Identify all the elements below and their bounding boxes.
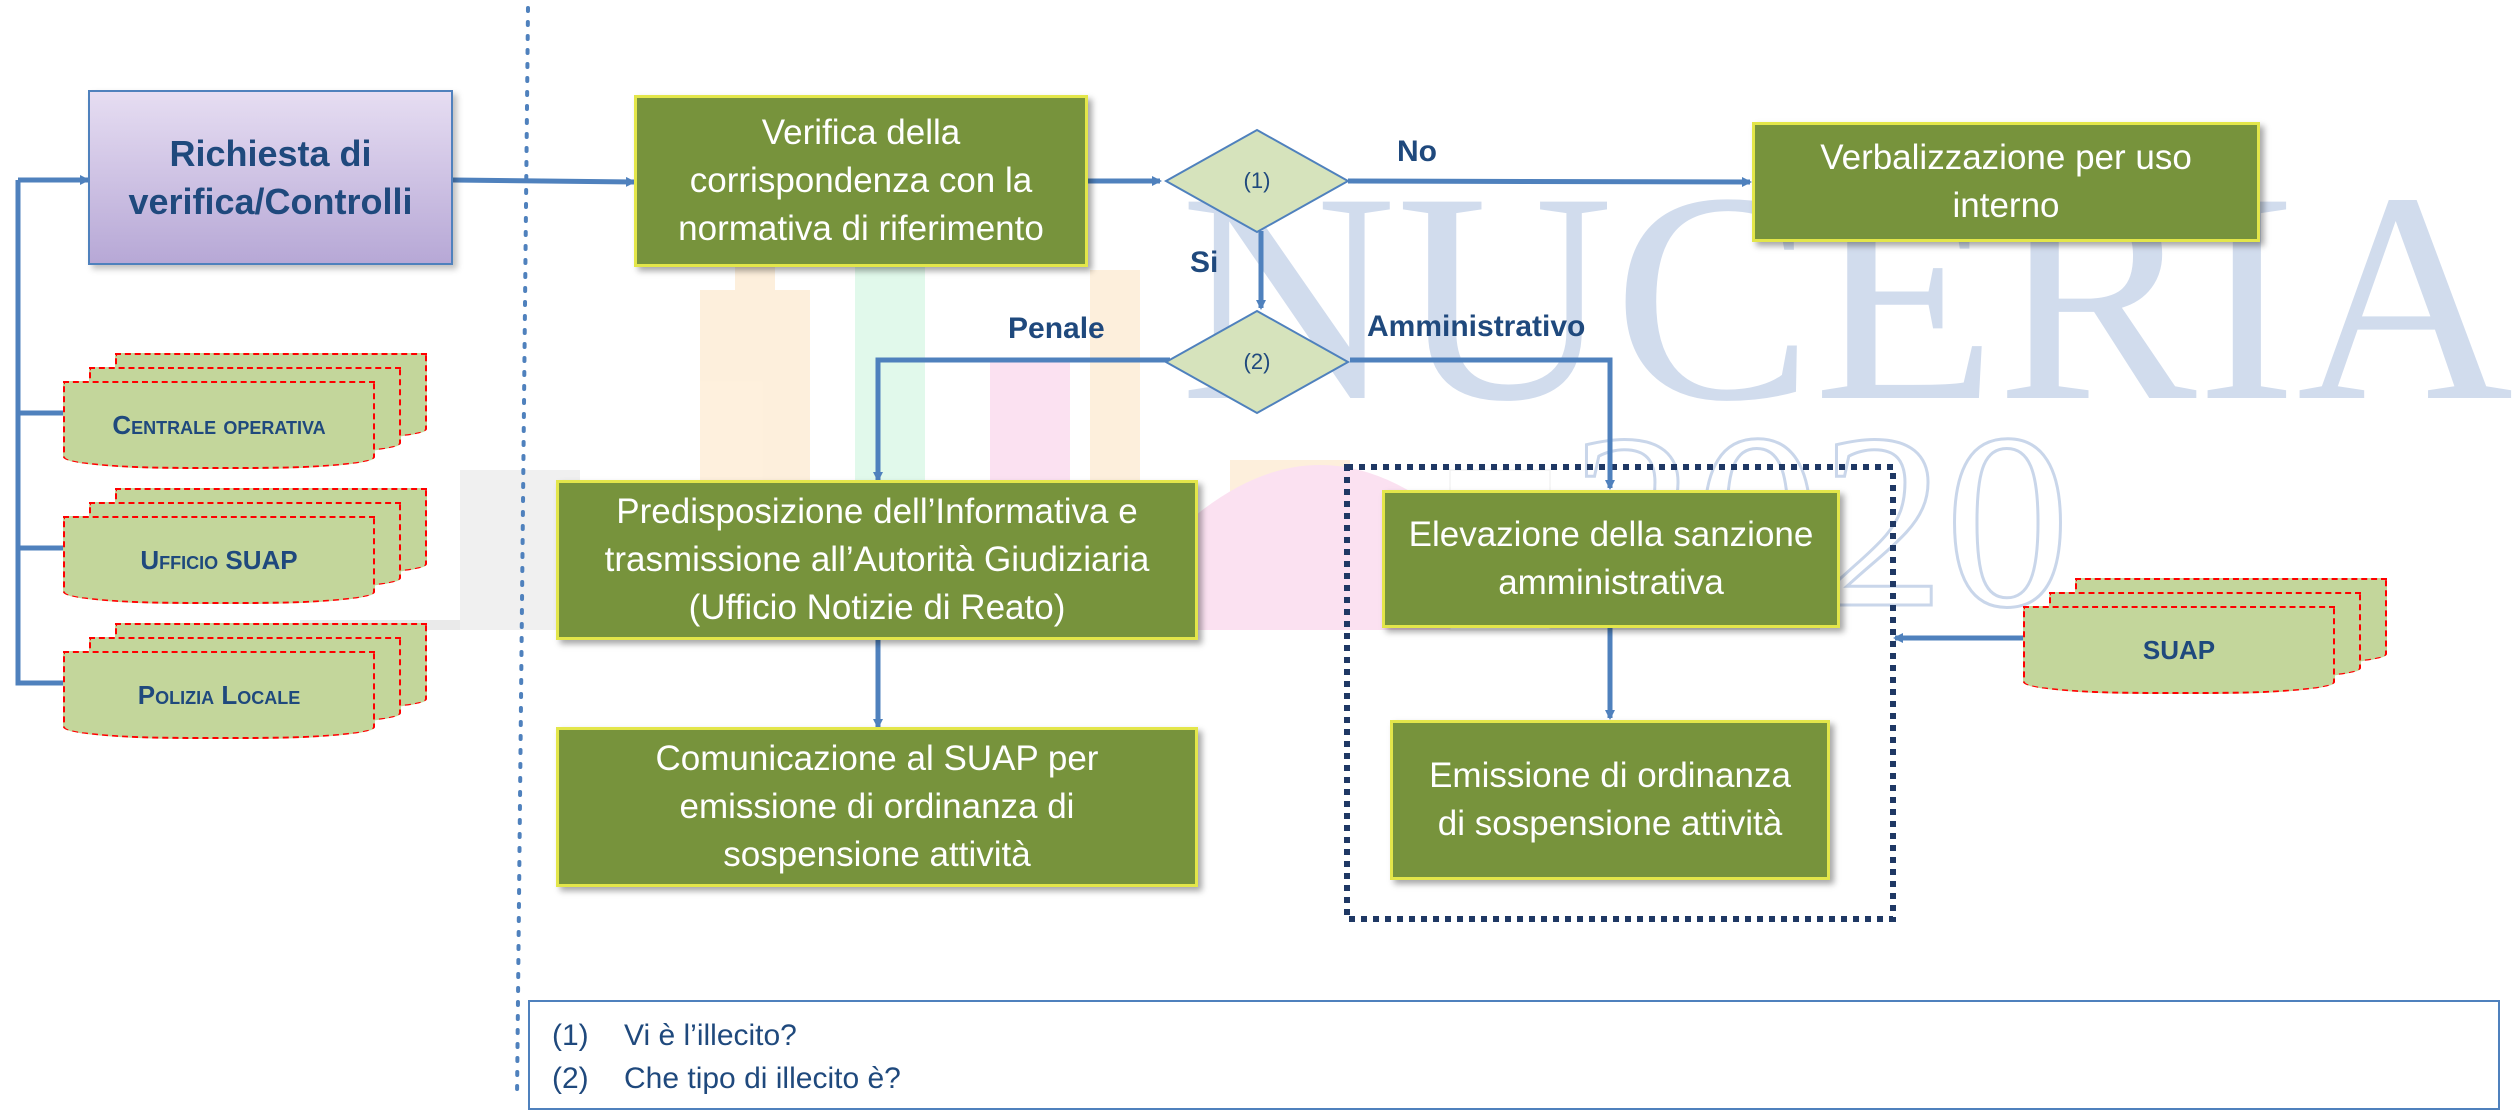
- step-informativa: Predisposizione dell’Informativa e trasm…: [556, 480, 1198, 640]
- edge-label-si: Si: [1190, 246, 1219, 279]
- source-doc-polizia-locale: Polizia Locale: [63, 623, 433, 743]
- decision-1-diamond: [1163, 128, 1351, 234]
- edge-label-penale: Penale: [1008, 312, 1105, 345]
- notes-legend: (1) Vi è l’illecito? (2) Che tipo di ill…: [528, 1000, 2500, 1110]
- connectors: [15, 176, 2025, 729]
- decision-1-label: (1): [1243, 168, 1271, 193]
- note-row: (1) Vi è l’illecito?: [552, 1014, 2476, 1057]
- step-verify: Verifica della corrispondenza con la nor…: [634, 95, 1088, 267]
- step-ordinance: Emissione di ordinanza di sospensione at…: [1390, 720, 1830, 880]
- connector-d1-no: [1347, 176, 1752, 187]
- separator-line: [515, 6, 530, 1100]
- note-number: (2): [552, 1062, 589, 1095]
- connector-request-verify: [452, 176, 636, 187]
- step-sanction: Elevazione della sanzione amministrativa: [1382, 490, 1840, 628]
- source-doc-label: Ufficio SUAP: [140, 544, 298, 575]
- admin-group-frame: [1344, 464, 1896, 922]
- source-doc-label: Polizia Locale: [137, 679, 301, 710]
- decision-2-label: (2): [1243, 349, 1271, 374]
- connector-d2-admin: [1350, 357, 1615, 490]
- suap-doc: SUAP: [2023, 578, 2393, 698]
- source-doc-label: Centrale operativa: [112, 409, 326, 440]
- suap-doc-label: SUAP: [2142, 634, 2216, 665]
- connector-sources-bus: [15, 180, 88, 686]
- edge-label-no: No: [1397, 135, 1437, 168]
- decision-2-diamond: [1163, 309, 1351, 415]
- edge-label-amministrativo: Amministrativo: [1367, 310, 1586, 343]
- note-text: Vi è l’illecito?: [624, 1019, 797, 1052]
- step-internal-report: Verbalizzazione per uso interno: [1752, 122, 2260, 242]
- step-communication: Comunicazione al SUAP per emissione di o…: [556, 727, 1198, 887]
- note-text: Che tipo di illecito è?: [624, 1062, 901, 1095]
- source-doc-ufficio-suap: Ufficio SUAP: [63, 488, 433, 608]
- source-doc-centrale-operativa: Centrale operativa: [63, 353, 433, 473]
- note-number: (1): [552, 1019, 589, 1052]
- connector-d2-penale: [873, 357, 1170, 482]
- note-row: (2) Che tipo di illecito è?: [552, 1057, 2476, 1100]
- request-box: Richiesta di verifica/Controlli: [88, 90, 453, 265]
